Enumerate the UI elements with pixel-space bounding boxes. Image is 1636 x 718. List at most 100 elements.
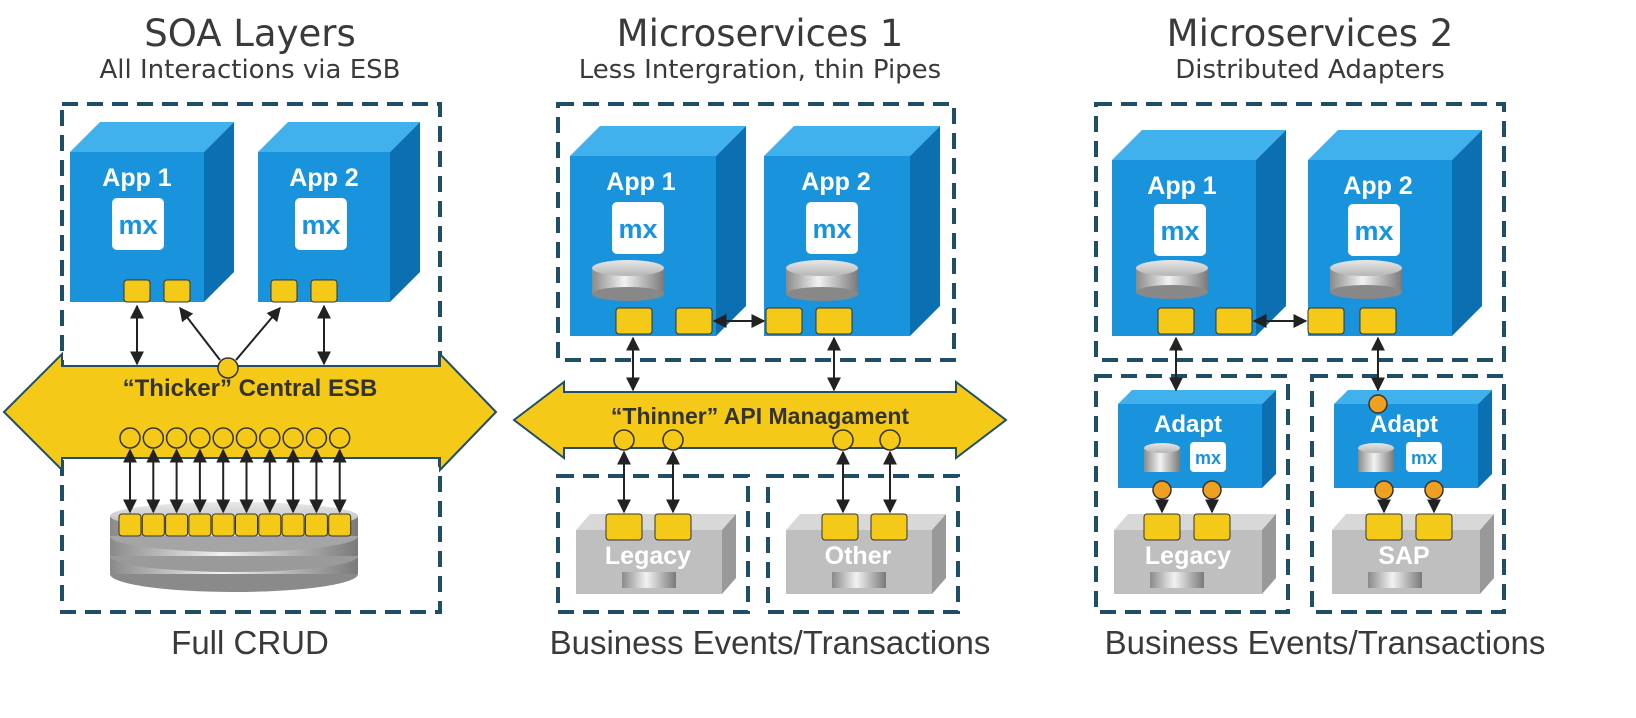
connector-circle (1368, 394, 1388, 414)
ms1-app-2-cube: App 2 mx (764, 126, 940, 336)
connector-circle (217, 357, 239, 379)
connector-circle (212, 427, 234, 449)
panel-ms1: App 1 mx App 2 mx (512, 102, 1008, 614)
ms2-adapter-links (1152, 480, 1444, 514)
ms2-adapter-2: Adapt mx (1334, 390, 1492, 488)
ms2-app-1-label: App 1 (1147, 172, 1217, 200)
ms2-legacy-label: Legacy (1145, 542, 1231, 570)
port (310, 279, 338, 303)
panel-ms1-footer: Business Events/Transactions (549, 624, 991, 661)
mx-logo-icon (112, 198, 164, 250)
soa-esb-label: “Thicker” Central ESB (123, 375, 378, 402)
ms2-app-2-cube: App 2 mx (1307, 130, 1482, 336)
connector-circle (662, 429, 684, 451)
port (1143, 513, 1181, 541)
connector-circle (879, 429, 901, 451)
port (654, 513, 692, 541)
panel-ms2: App 1 mx App 2 mx (1094, 102, 1506, 614)
panel-soa: App 1 mx App 2 mx “Thicker” Central ESB (2, 102, 498, 614)
soa-app-2-cube: App 2 mx (258, 122, 420, 303)
ms2-adapter-1-label: Adapt (1154, 411, 1222, 438)
port (1415, 513, 1453, 541)
connector-circle (165, 427, 188, 449)
mx-logo-icon (806, 202, 858, 254)
database-icon (786, 260, 858, 301)
port (165, 513, 189, 537)
database-icon (1150, 572, 1204, 588)
ms2-adapter-2-label: Adapt (1370, 411, 1438, 438)
ms1-legacy-label: Legacy (605, 542, 691, 570)
panel-soa-footer: Full CRUD (171, 624, 329, 661)
mx-logo-icon (1406, 442, 1442, 472)
ms1-legacy-dashed-border (556, 474, 750, 614)
ms1-other-box: Other (786, 513, 946, 594)
connector-circle (282, 427, 304, 449)
ms2-app-2-logo: mx (1354, 216, 1393, 246)
ms2-sap-label: SAP (1378, 542, 1429, 570)
port (821, 513, 859, 541)
port (1307, 307, 1345, 335)
ms2-app-2-label: App 2 (1343, 172, 1412, 200)
connector-circle (235, 427, 258, 449)
ms2-adapter-1-logo: mx (1195, 448, 1221, 468)
connector-circle (1152, 480, 1172, 500)
port (163, 279, 191, 303)
port (281, 513, 305, 537)
port (188, 513, 212, 537)
ms2-adapter-2-logo: mx (1411, 448, 1437, 468)
connector-circle (1374, 480, 1394, 500)
panel-soa-subtitle: All Interactions via ESB (99, 55, 401, 85)
port (304, 513, 328, 537)
database-icon (1368, 572, 1422, 588)
soa-app-1-cube: App 1 mx (70, 122, 234, 303)
panel-ms2-heading: Microservices 2 Distributed Adapters (1090, 12, 1530, 85)
connector-circle (1424, 480, 1444, 500)
ms2-app-1-cube: App 1 mx (1112, 130, 1286, 336)
mx-logo-icon (295, 198, 347, 250)
port (270, 279, 298, 303)
connector-circle (259, 427, 281, 449)
panel-ms1-heading: Microservices 1 Less Intergration, thin … (520, 12, 1000, 85)
port (605, 513, 643, 541)
ms1-app-1-logo: mx (618, 214, 657, 244)
ms2-sap-box: SAP (1332, 513, 1494, 594)
ms1-other-label: Other (825, 542, 892, 570)
panel-ms2-title: Microservices 2 (1166, 12, 1454, 55)
panel-ms1-subtitle: Less Intergration, thin Pipes (578, 55, 942, 85)
port (118, 513, 142, 537)
ms2-adapter-1: Adapt mx (1118, 390, 1276, 488)
database-icon (1136, 260, 1208, 299)
soa-app-1-logo: mx (118, 210, 157, 240)
port (870, 513, 908, 541)
port (1193, 513, 1231, 541)
soa-esb-bus (2, 351, 498, 473)
ms1-other-dashed-border (766, 474, 960, 614)
ms2-legacy-dashed-border (1094, 374, 1290, 614)
panel-soa-heading: SOA Layers All Interactions via ESB (40, 12, 460, 85)
connector-circle (119, 427, 141, 449)
database-icon (1144, 443, 1180, 472)
database-icon (832, 572, 886, 588)
ms1-app-1-cube: App 1 mx (570, 126, 746, 336)
database-icon (1330, 260, 1402, 299)
mx-logo-icon (1348, 204, 1400, 256)
port (675, 307, 713, 335)
ms1-legacy-box: Legacy (576, 513, 736, 594)
database-icon (1358, 443, 1394, 472)
ms2-app-1-logo: mx (1160, 216, 1199, 246)
port (815, 307, 853, 335)
connector-circle (328, 427, 351, 449)
port (141, 513, 165, 537)
mx-logo-icon (1154, 204, 1206, 256)
port (328, 513, 352, 537)
mx-logo-icon (612, 202, 664, 254)
database-icon (622, 572, 676, 588)
port (123, 279, 151, 303)
port (211, 513, 235, 537)
ms1-apps-dashed-border (556, 102, 956, 362)
port (615, 307, 653, 335)
database-icon (592, 260, 664, 301)
port (1359, 307, 1397, 335)
port (235, 513, 258, 537)
